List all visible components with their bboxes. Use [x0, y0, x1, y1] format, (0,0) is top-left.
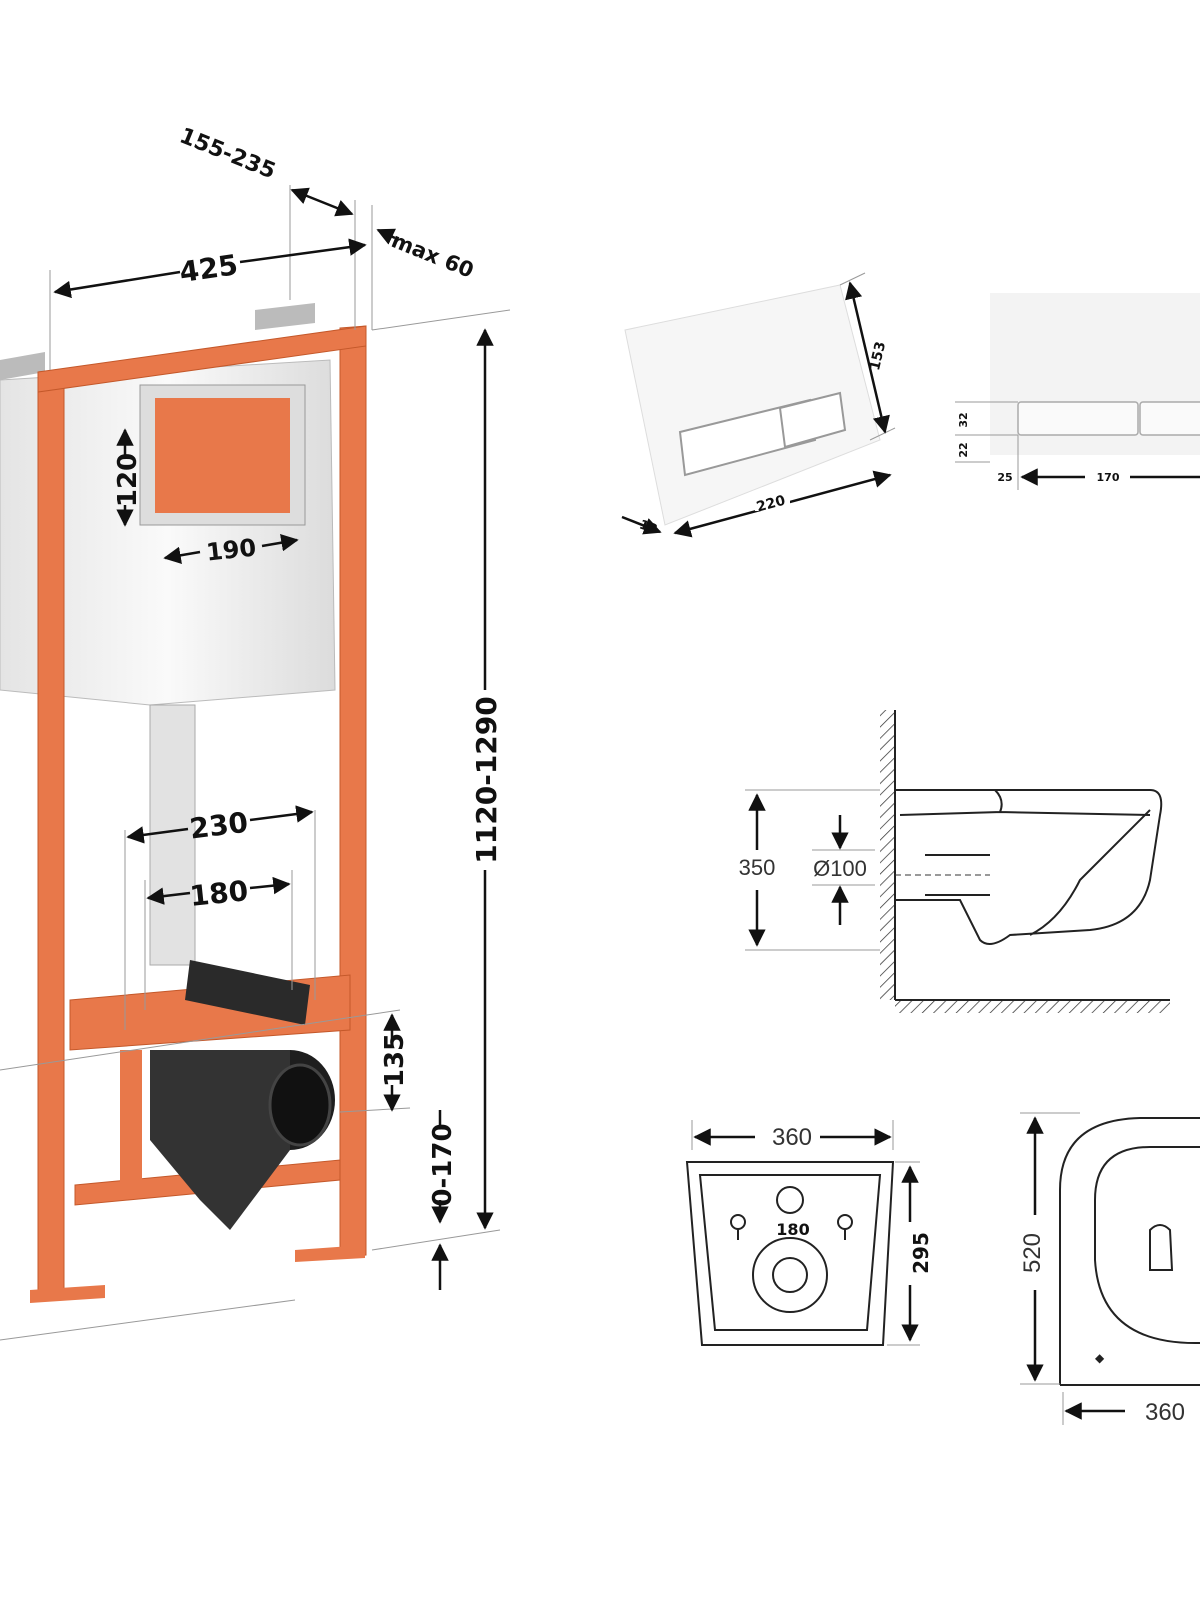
plate-height-label: 153 [867, 340, 889, 372]
front-button-right [1139, 401, 1200, 436]
floor-hatch [895, 1000, 1170, 1013]
frame-post-right [339, 325, 367, 1258]
flush-plate-perspective: 153 220 13 [621, 272, 896, 538]
wall-bracket-left [0, 352, 45, 380]
button-height-label: 32 [957, 412, 970, 427]
frame-post-left [37, 369, 65, 1296]
top-length-label: 520 [1019, 1233, 1046, 1273]
flush-button-small [778, 391, 847, 449]
back-outline-outer [685, 1161, 895, 1346]
wall-bracket-right [255, 303, 315, 330]
back-outline-inner [698, 1174, 882, 1331]
toilet-top-view: ◆ 520 360 [1019, 1112, 1200, 1426]
wall-hatch [880, 710, 895, 1000]
frame-depth-label: 155-235 [176, 123, 279, 184]
flush-plate-front: 32 22 25 170 [955, 293, 1200, 490]
toilet-bowl-outline [895, 789, 1163, 945]
top-width-label: 360 [1145, 1399, 1185, 1426]
frame-top-rail [37, 325, 367, 393]
frame-foot-right [295, 1245, 365, 1262]
side-margin-label: 25 [997, 471, 1012, 484]
panel-height-label: 120 [113, 453, 143, 507]
side-height-label: 350 [739, 855, 776, 880]
outlet-circle [752, 1237, 828, 1313]
top-outline-inner [1094, 1146, 1200, 1345]
plate-width-label: 220 [755, 493, 788, 516]
diamond-marker: ◆ [1095, 1351, 1105, 1365]
frame-width-label: 425 [177, 248, 239, 289]
toilet-side-view: 350 Ø100 [739, 710, 1170, 1013]
toilet-back-view: 360 180 295 [685, 1120, 933, 1346]
leg-adjust-label: 0-170 [428, 1123, 458, 1206]
flush-pipe [149, 704, 196, 966]
back-height-label: 295 [909, 1232, 933, 1274]
button-width-label: 170 [1097, 471, 1120, 484]
bolt-spacing-label: 180 [776, 1220, 809, 1239]
frame-height-label: 1120-1290 [470, 696, 503, 863]
drain-pipe [150, 1050, 290, 1230]
back-width-label: 360 [772, 1124, 812, 1151]
frame-strut [120, 1050, 142, 1190]
button-offset-label: 22 [957, 442, 970, 457]
access-opening-inner [155, 398, 290, 513]
front-button-left [1017, 401, 1139, 436]
panel-width-label: 190 [205, 534, 258, 567]
top-outline-outer [1059, 1117, 1200, 1385]
drain-opening [268, 1063, 332, 1147]
installation-frame [0, 303, 367, 1303]
outlet-diameter-label: Ø100 [813, 856, 867, 881]
flush-elbow [185, 960, 310, 1025]
drain-height-label: 135 [380, 1033, 410, 1087]
max-offset-label: max 60 [388, 228, 477, 283]
frame-foot-left [30, 1285, 105, 1303]
stud-spacing-outer-label: 230 [188, 806, 250, 846]
plate-thickness-label: 13 [637, 518, 659, 538]
stud-spacing-inner-label: 180 [188, 874, 250, 913]
